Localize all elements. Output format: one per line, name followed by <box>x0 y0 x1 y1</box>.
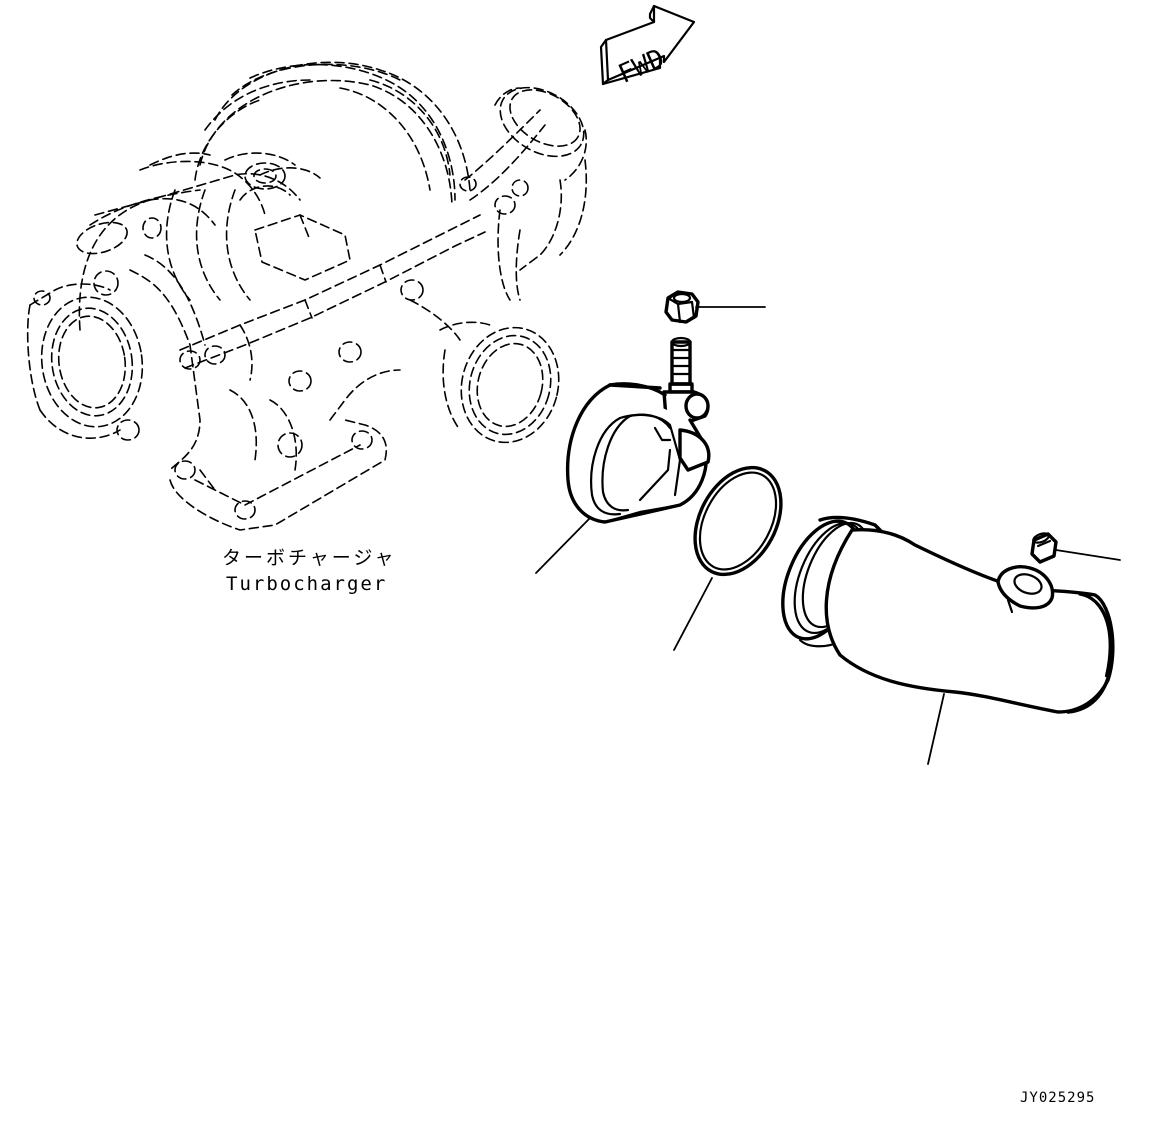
fwd-text: FWD <box>614 43 669 90</box>
nut <box>664 290 700 324</box>
turbocharger-label-english: Turbocharger <box>226 573 388 595</box>
plug <box>1030 532 1058 564</box>
turbocharger-assembly <box>26 61 588 531</box>
plug-leader-line <box>1055 549 1121 561</box>
gasket-ring <box>693 465 783 577</box>
gasket-leader-line <box>673 577 713 651</box>
clamp-leader-line <box>535 517 591 574</box>
v-band-clamp <box>565 336 711 524</box>
turbocharger-label-japanese: ターボチャージャ <box>222 547 397 569</box>
drawing-number: JY025295 <box>1020 1090 1096 1106</box>
forward-arrow: FWD <box>599 4 696 90</box>
elbow-pipe <box>781 515 1115 714</box>
pipe-leader-line <box>927 693 945 765</box>
